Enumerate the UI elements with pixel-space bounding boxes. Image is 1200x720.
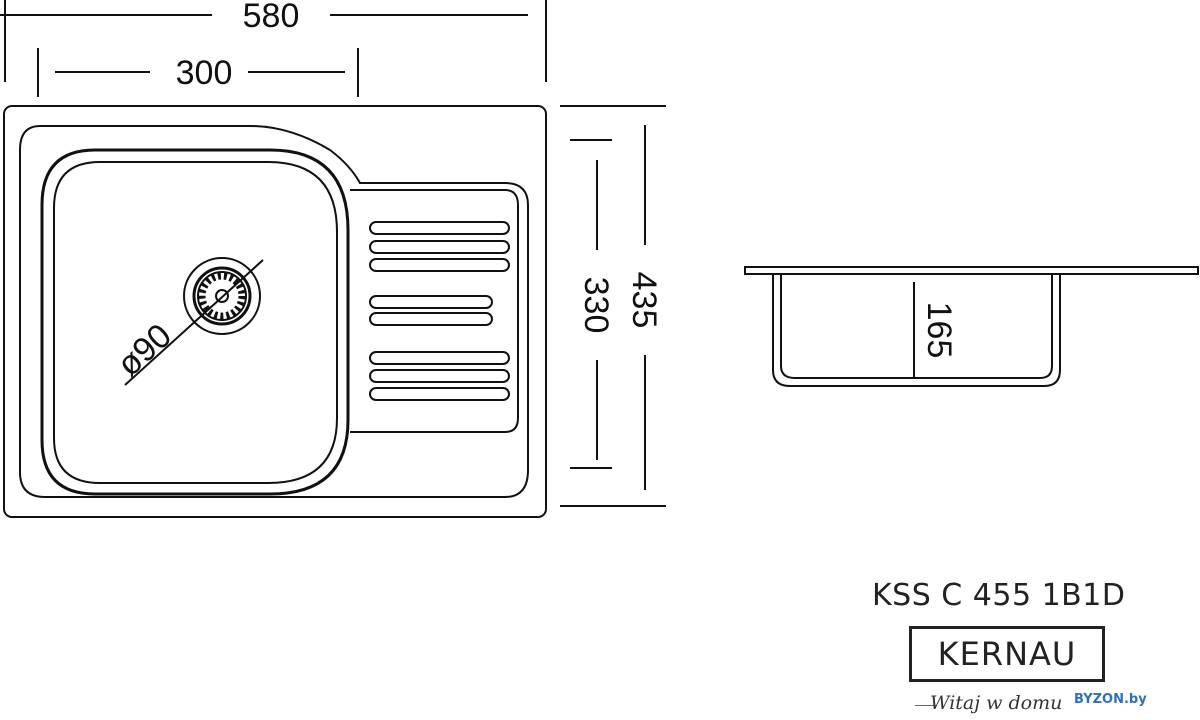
model-name: KSS C 455 1B1D: [872, 578, 1126, 613]
dimension-300: 300: [37, 48, 359, 97]
site-watermark: BYZON.by: [1074, 692, 1147, 707]
dim-300-label: 300: [176, 54, 233, 92]
brand-name: KERNAU: [937, 635, 1077, 673]
sink-side-view: 165: [744, 266, 1199, 387]
drainboard-grooves: [369, 221, 510, 401]
divider: [915, 705, 937, 706]
drain-icon: ø90: [110, 257, 264, 386]
dim-330-label: 330: [577, 277, 615, 334]
dim-165-label: 165: [920, 302, 958, 359]
slogan: Witaj w domu: [930, 692, 1063, 714]
drain-diameter-label: ø90: [110, 316, 179, 383]
dimension-580: 580: [0, 0, 547, 82]
dim-580-label: 580: [243, 0, 300, 35]
brand-logo: KERNAU: [909, 626, 1105, 682]
dimension-330: 330: [570, 139, 615, 469]
dim-435-label: 435: [625, 272, 663, 329]
sink-top-view: ø90: [3, 105, 547, 518]
dimension-435: 435: [560, 105, 666, 507]
